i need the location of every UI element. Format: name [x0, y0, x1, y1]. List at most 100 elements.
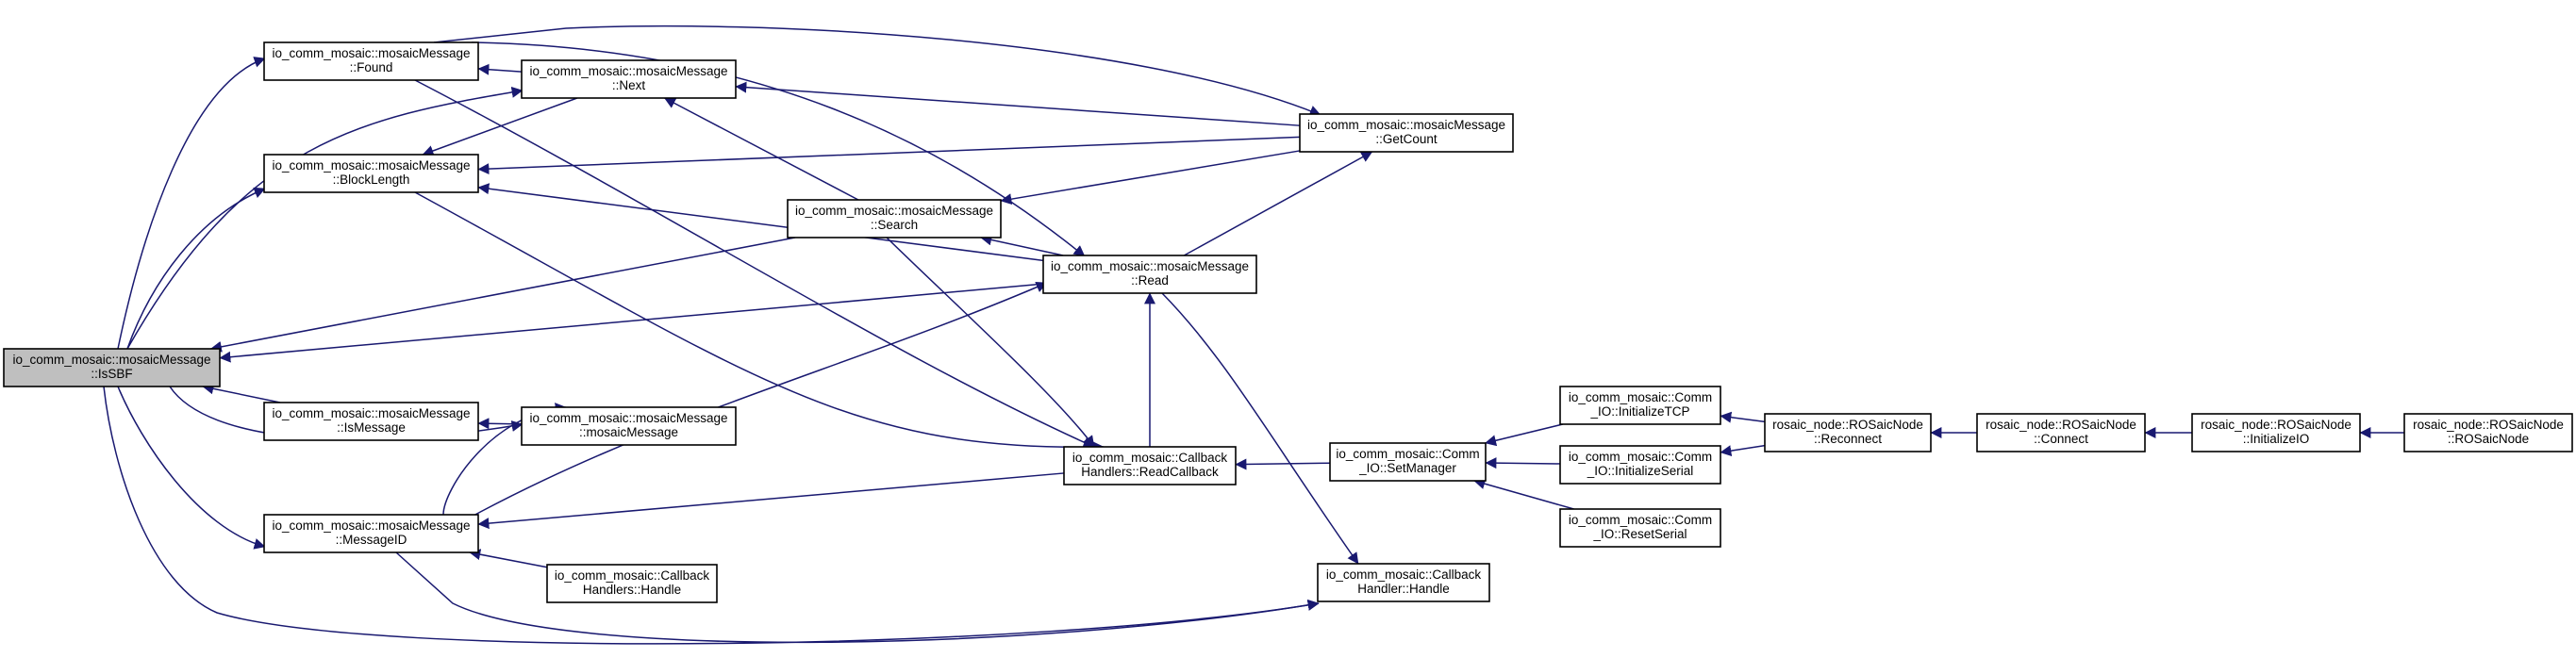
node-label-line: rosaic_node::ROSaicNode: [1772, 418, 1923, 432]
edge-read-to-issbf: [219, 283, 1044, 363]
node-label-line: Handler::Handle: [1357, 582, 1450, 596]
edge-read-to-search: [980, 234, 1064, 256]
edge-getcount-to-next: [735, 81, 1301, 126]
node-label-line: io_comm_mosaic::mosaicMessage: [529, 64, 727, 78]
edge-search-to-issbf: [209, 237, 796, 353]
node-label-line: ::GetCount: [1375, 132, 1438, 146]
node-box: [521, 59, 737, 99]
edge-reconnect-to-initserial: [1720, 444, 1766, 457]
node-label-line: ::Found: [350, 60, 393, 74]
node-label-line: io_comm_mosaic::Callback: [555, 568, 710, 583]
node-box: [1329, 442, 1487, 482]
edge-reconnect-to-inittcp: [1720, 411, 1766, 423]
node-resetserial[interactable]: io_comm_mosaic::Comm_IO::ResetSerial: [1559, 508, 1721, 548]
node-ismessage[interactable]: io_comm_mosaic::mosaicMessage::IsMessage: [263, 402, 479, 441]
node-label-line: io_comm_mosaic::Comm: [1569, 390, 1712, 404]
edge-search-to-next: [664, 97, 859, 201]
edge-cbhandle2-to-issbf: [103, 386, 1320, 645]
node-label-line: io_comm_mosaic::mosaicMessage: [272, 518, 470, 533]
node-connect[interactable]: rosaic_node::ROSaicNode::Connect: [1976, 413, 2146, 452]
node-box: [546, 564, 718, 603]
node-getcount[interactable]: io_comm_mosaic::mosaicMessage::GetCount: [1299, 113, 1514, 153]
node-messageid[interactable]: io_comm_mosaic::mosaicMessage::MessageID: [263, 514, 479, 553]
node-box: [1559, 508, 1721, 548]
node-label-line: io_comm_mosaic::Callback: [1072, 451, 1228, 465]
node-label-line: io_comm_mosaic::Callback: [1326, 568, 1482, 582]
node-readcb[interactable]: io_comm_mosaic::CallbackHandlers::ReadCa…: [1063, 446, 1237, 485]
node-blocklength[interactable]: io_comm_mosaic::mosaicMessage::BlockLeng…: [263, 154, 479, 193]
node-box: [1317, 563, 1490, 602]
node-search[interactable]: io_comm_mosaic::mosaicMessage::Search: [787, 199, 1002, 239]
node-label-line: io_comm_mosaic::mosaicMessage: [1051, 259, 1249, 273]
edge-ismessage-to-issbf: [202, 383, 281, 403]
node-box: [1764, 413, 1932, 452]
node-label-line: io_comm_mosaic::mosaicMessage: [272, 46, 470, 60]
node-box: [2403, 413, 2573, 452]
node-read[interactable]: io_comm_mosaic::mosaicMessage::Read: [1042, 255, 1257, 294]
node-next[interactable]: io_comm_mosaic::mosaicMessage::Next: [521, 59, 737, 99]
node-label-line: _IO::InitializeSerial: [1587, 464, 1694, 478]
node-label-line: io_comm_mosaic::Comm: [1569, 513, 1712, 527]
edge-readcb-to-messageid: [477, 472, 1065, 530]
edge-read-to-found: [471, 41, 1086, 257]
node-box: [3, 348, 221, 387]
edge-cbhandle2-to-messageid: [395, 551, 1320, 644]
node-label-line: rosaic_node::ROSaicNode: [2413, 418, 2564, 432]
node-box: [1976, 413, 2146, 452]
edge-getcount-to-blocklength: [477, 136, 1301, 175]
edge-inittcp-to-setmgr: [1485, 423, 1564, 447]
node-label-line: ::IsSBF: [91, 367, 132, 381]
node-setmgr[interactable]: io_comm_mosaic::Comm_IO::SetManager: [1329, 442, 1487, 482]
node-label-line: io_comm_mosaic::mosaicMessage: [272, 406, 470, 420]
edge-messageid-to-issbf: [117, 386, 266, 550]
node-label-line: ::ROSaicNode: [2448, 432, 2529, 446]
edge-readcb-to-found: [414, 79, 1095, 448]
node-box: [263, 514, 479, 553]
node-box: [1559, 445, 1721, 485]
edge-getcount-to-search: [1000, 150, 1301, 206]
edge-resetserial-to-setmgr: [1473, 478, 1574, 510]
node-label-line: io_comm_mosaic::mosaicMessage: [12, 353, 210, 367]
node-label-line: ::Reconnect: [1814, 432, 1882, 446]
node-box: [2191, 413, 2361, 452]
node-label-line: io_comm_mosaic::mosaicMessage: [529, 411, 727, 425]
edge-getcount-to-found: [433, 25, 1321, 117]
edge-read-to-blocklength: [477, 183, 1044, 262]
node-reconnect[interactable]: rosaic_node::ROSaicNode::Reconnect: [1764, 413, 1932, 452]
node-label-line: ::IsMessage: [337, 420, 406, 435]
edge-next-to-found: [477, 63, 523, 75]
edge-next-to-issbf: [126, 86, 524, 350]
edge-cbhandle-to-messageid: [469, 549, 548, 568]
node-label-line: io_comm_mosaic::mosaicMessage: [1307, 118, 1505, 132]
node-ctor[interactable]: io_comm_mosaic::mosaicMessage::mosaicMes…: [521, 406, 737, 446]
node-initserial[interactable]: io_comm_mosaic::Comm_IO::InitializeSeria…: [1559, 445, 1721, 485]
node-label-line: io_comm_mosaic::mosaicMessage: [795, 204, 993, 218]
node-issbf[interactable]: io_comm_mosaic::mosaicMessage::IsSBF: [3, 348, 221, 387]
node-label-line: _IO::ResetSerial: [1592, 527, 1687, 541]
node-label-line: _IO::SetManager: [1358, 461, 1456, 475]
node-label-line: ::MessageID: [336, 533, 407, 547]
node-label-line: rosaic_node::ROSaicNode: [1986, 418, 2136, 432]
edge-initserial-to-setmgr: [1485, 457, 1561, 469]
node-box: [1063, 446, 1237, 485]
node-label-line: ::Read: [1131, 273, 1169, 288]
node-box: [1299, 113, 1514, 153]
node-label-line: Handlers::Handle: [583, 583, 681, 597]
edge-setmgr-to-readcb: [1235, 458, 1331, 470]
node-box: [521, 406, 737, 446]
node-rosaicnode[interactable]: rosaic_node::ROSaicNode::ROSaicNode: [2403, 413, 2573, 452]
edges: [103, 25, 2404, 645]
node-box: [787, 199, 1002, 239]
edge-read-to-messageid: [471, 281, 1048, 518]
node-box: [263, 154, 479, 193]
node-inittcp[interactable]: io_comm_mosaic::Comm_IO::InitializeTCP: [1559, 386, 1721, 425]
node-box: [1042, 255, 1257, 294]
node-initio[interactable]: rosaic_node::ROSaicNode::InitializeIO: [2191, 413, 2361, 452]
node-found[interactable]: io_comm_mosaic::mosaicMessage::Found: [263, 41, 479, 81]
node-label-line: Handlers::ReadCallback: [1081, 465, 1219, 479]
node-label-line: io_comm_mosaic::mosaicMessage: [272, 158, 470, 173]
node-label-line: ::mosaicMessage: [579, 425, 678, 439]
